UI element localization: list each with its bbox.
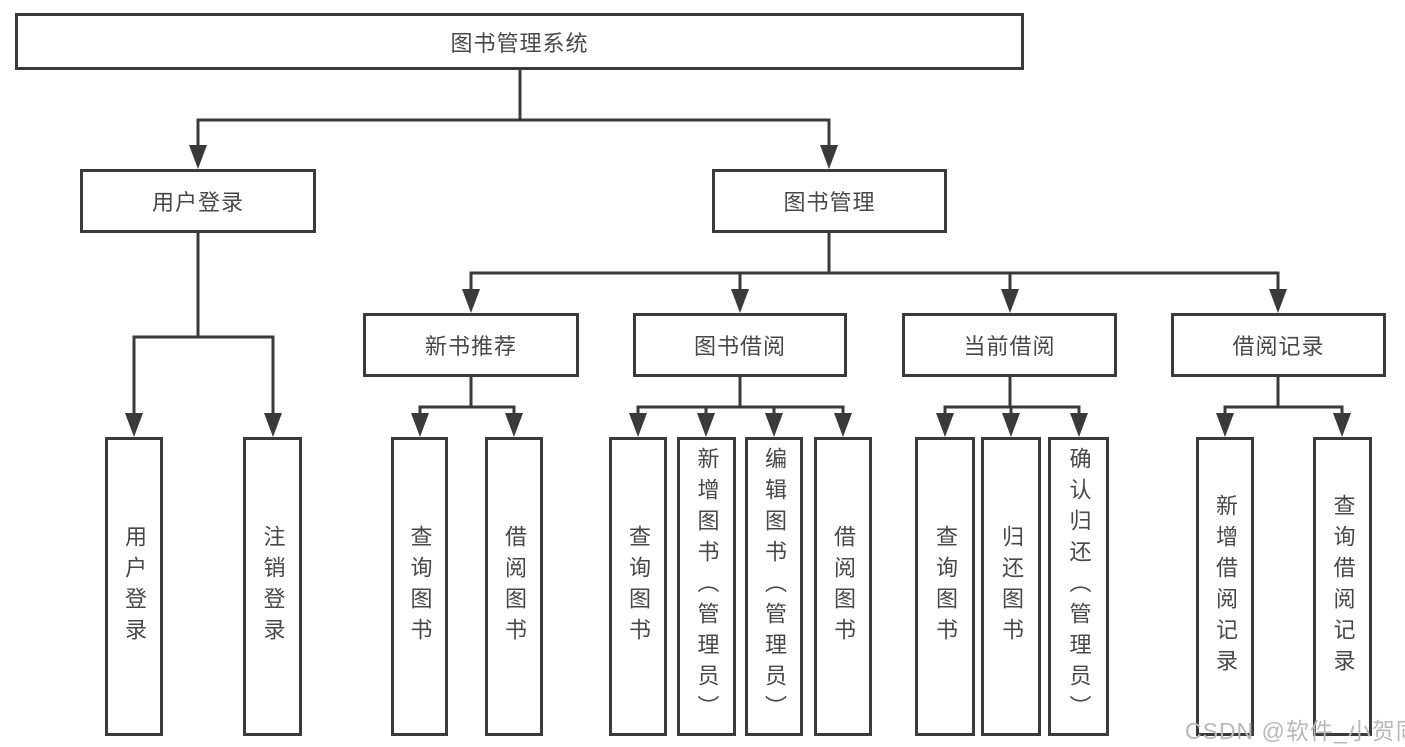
leaf-label: 新增图书（管理员） [694, 447, 720, 726]
node-label: 借阅记录 [1232, 334, 1325, 359]
node-current-borrowing: 当前借阅 [902, 313, 1117, 377]
leaf-label: 编辑图书（管理员） [762, 447, 787, 726]
node-label: 新书推荐 [424, 334, 517, 359]
leaf-label: 查询借阅记录 [1330, 493, 1356, 680]
node-label: 图书管理 [783, 190, 876, 215]
leaf-label: 确认归还（管理员） [1066, 447, 1092, 726]
leaf-logout: 注销登录 [243, 437, 302, 736]
leaf-query-books-recommendation: 查询图书 [391, 437, 448, 736]
arrowheads [125, 145, 1351, 437]
leaf-add-books-admin: 新增图书（管理员） [677, 437, 736, 736]
leaf-borrow-books-recommendation: 借阅图书 [485, 437, 543, 736]
leaf-label: 查询图书 [626, 524, 651, 649]
leaf-return-books: 归还图书 [981, 437, 1041, 736]
leaf-label: 借阅图书 [831, 524, 856, 649]
leaf-label: 查询图书 [407, 524, 433, 649]
node-book-management: 图书管理 [712, 169, 947, 233]
leaf-label: 查询图书 [933, 524, 958, 649]
node-label: 当前借阅 [963, 334, 1056, 359]
leaf-label: 用户登录 [122, 524, 147, 649]
leaf-edit-books-admin: 编辑图书（管理员） [745, 437, 803, 736]
leaf-query-books-borrowing: 查询图书 [609, 437, 667, 736]
leaf-label: 归还图书 [999, 524, 1024, 649]
leaf-label: 新增借阅记录 [1213, 493, 1238, 680]
node-label: 用户登录 [151, 190, 244, 215]
leaf-borrow-books-borrowing: 借阅图书 [814, 437, 872, 736]
leaf-label: 注销登录 [260, 524, 286, 649]
csdn-watermark: CSDN @软件_小贺同学 [1185, 718, 1405, 744]
leaf-user-login: 用户登录 [105, 437, 163, 736]
node-label: 图书借阅 [693, 334, 786, 359]
leaf-query-books-current: 查询图书 [915, 437, 975, 736]
leaf-query-borrow-record: 查询借阅记录 [1313, 437, 1372, 736]
node-borrowing-records: 借阅记录 [1171, 313, 1386, 377]
node-book-borrowing: 图书借阅 [633, 313, 847, 377]
node-user-login: 用户登录 [80, 169, 316, 233]
node-new-book-recommendation: 新书推荐 [363, 313, 579, 377]
node-library-management-system: 图书管理系统 [15, 13, 1024, 70]
leaf-confirm-return-admin: 确认归还（管理员） [1048, 437, 1109, 736]
leaf-add-borrow-record: 新增借阅记录 [1196, 437, 1254, 736]
leaf-label: 借阅图书 [502, 524, 527, 649]
node-label: 图书管理系统 [450, 30, 589, 56]
